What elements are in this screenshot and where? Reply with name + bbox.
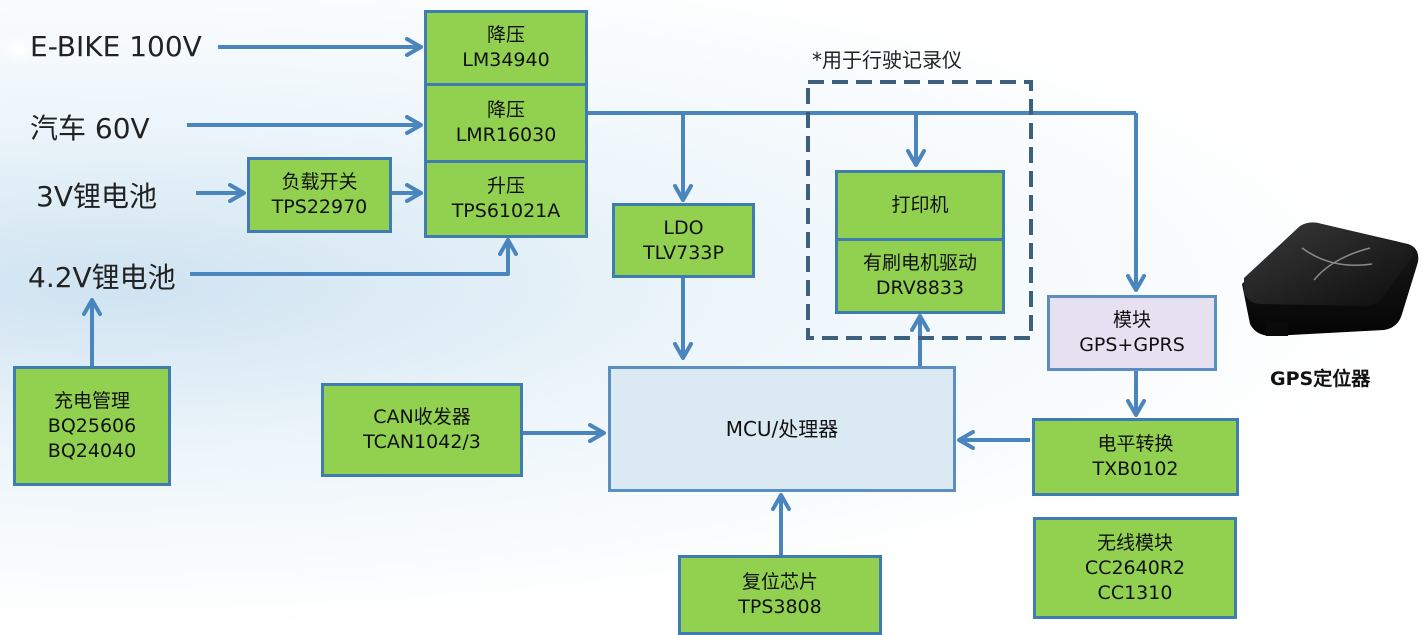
block-title: CAN收发器 bbox=[373, 406, 471, 428]
ldo-tlv733p: LDO TLV733P bbox=[612, 203, 755, 278]
printer-label: 打印机 bbox=[838, 173, 1002, 241]
part-number: GPS+GPRS bbox=[1079, 334, 1185, 356]
printer-motor-block: 打印机 有刷电机驱动 DRV8833 bbox=[835, 170, 1005, 314]
sparkle-decoration bbox=[1405, 45, 1413, 53]
dashed-recorder-box bbox=[806, 80, 1033, 340]
reset-chip-tps3808: 复位芯片 TPS3808 bbox=[678, 555, 882, 635]
part-number: TPS22970 bbox=[271, 196, 368, 218]
buck-converter-lmr16030: 降压 LMR16030 bbox=[424, 83, 588, 163]
part-number: CC1310 bbox=[1097, 581, 1173, 604]
sparkle-decoration bbox=[14, 44, 24, 54]
block-title: 充电管理 bbox=[53, 389, 130, 412]
part-number: TPS3808 bbox=[738, 596, 822, 618]
part-number: BQ24040 bbox=[47, 439, 137, 462]
block-title: 无线模块 bbox=[1096, 531, 1173, 554]
charge-manager-bq25606: 充电管理 BQ25606 BQ24040 bbox=[13, 366, 171, 486]
gps-tracker-caption: GPS定位器 bbox=[1270, 368, 1371, 390]
part-number: TXB0102 bbox=[1092, 458, 1179, 480]
part-number: BQ25606 bbox=[47, 414, 137, 437]
part-number: LM34940 bbox=[462, 49, 550, 71]
arrow-li42v-to-boost bbox=[190, 238, 518, 276]
boost-converter-tps61021a: 升压 TPS61021A bbox=[424, 160, 588, 238]
block-title: LDO bbox=[663, 216, 704, 239]
part-number: DRV8833 bbox=[875, 277, 965, 299]
recorder-note: *用于行驶记录仪 bbox=[812, 48, 962, 72]
part-number: CC2640R2 bbox=[1084, 556, 1186, 579]
gps-tracker-device-image bbox=[1242, 222, 1419, 336]
block-title: 降压 bbox=[486, 24, 525, 46]
load-switch-tps22970: 负载开关 TPS22970 bbox=[247, 157, 392, 233]
block-title: 有刷电机驱动 bbox=[862, 252, 977, 274]
block-title: 模块 bbox=[1112, 309, 1151, 331]
level-shifter-txb0102: 电平转换 TXB0102 bbox=[1032, 418, 1239, 496]
part-number: TPS61021A bbox=[451, 200, 561, 222]
block-title: 升压 bbox=[486, 175, 525, 197]
input-li42v-label: 4.2V锂电池 bbox=[28, 261, 176, 294]
wireless-module-cc2640r2: 无线模块 CC2640R2 CC1310 bbox=[1033, 517, 1237, 619]
input-ebike-label: E-BIKE 100V bbox=[30, 30, 202, 63]
gps-gprs-module: 模块 GPS+GPRS bbox=[1047, 295, 1217, 371]
mcu-label: MCU/处理器 bbox=[725, 416, 839, 441]
can-transceiver-tcan1042: CAN收发器 TCAN1042/3 bbox=[321, 383, 523, 477]
sparkle-decoration bbox=[1408, 520, 1416, 528]
buck-converter-lm34940: 降压 LM34940 bbox=[424, 10, 588, 86]
mcu-processor: MCU/处理器 bbox=[608, 366, 956, 492]
motor-driver-drv8833: 有刷电机驱动 DRV8833 bbox=[838, 241, 1002, 311]
block-title: 复位芯片 bbox=[741, 571, 818, 593]
part-number: LMR16030 bbox=[455, 124, 557, 146]
block-title: 降压 bbox=[486, 99, 525, 121]
input-li3v-label: 3V锂电池 bbox=[36, 180, 157, 213]
block-title: 电平转换 bbox=[1097, 433, 1174, 455]
block-title: 负载开关 bbox=[281, 171, 358, 193]
part-number: TCAN1042/3 bbox=[363, 431, 481, 453]
part-number: TLV733P bbox=[643, 241, 724, 264]
input-car-label: 汽车 60V bbox=[30, 112, 150, 145]
